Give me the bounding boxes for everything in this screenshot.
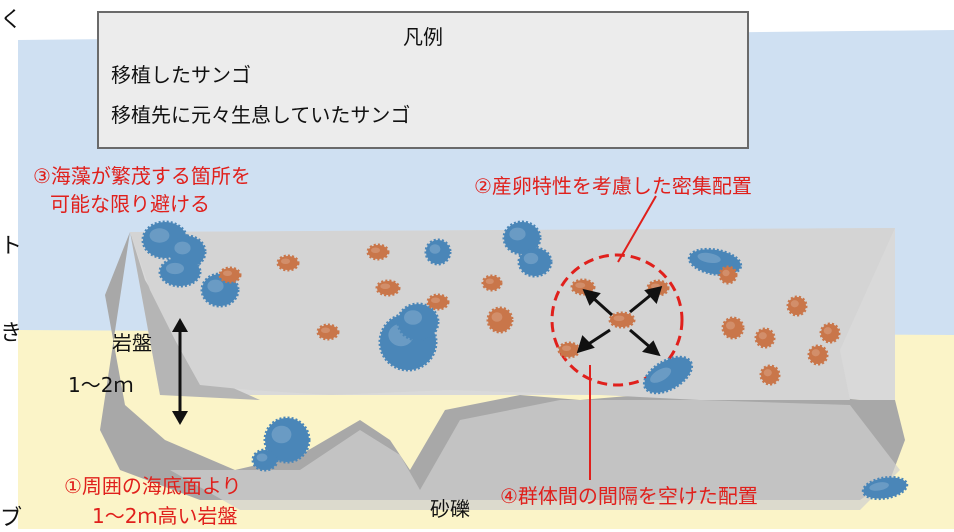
height-arrow-bottom-head: [172, 411, 188, 425]
bedrock-label: 岩盤: [112, 331, 152, 355]
height-label: 1～2ｍ: [68, 373, 134, 397]
spacing-arrow-nw: [590, 295, 614, 317]
bedrock-annotation-line1: ①周囲の海底面より: [64, 474, 242, 498]
dense-layout-leader: [617, 195, 657, 263]
transplanted-coral: [807, 344, 829, 366]
spacing-arrows: [576, 285, 663, 357]
native-coral: [861, 475, 909, 501]
transplanted-coral: [481, 274, 503, 292]
spacing-arrow-se: [629, 328, 652, 350]
edge-fragment-4: ブ: [0, 506, 23, 531]
spacing-arrow-sw: [586, 328, 611, 347]
spacing-arrow-se-head: [642, 340, 661, 357]
native-coral: [502, 220, 542, 256]
transplanted-coral: [375, 279, 401, 297]
transplanted-coral: [754, 327, 776, 349]
gravel-label: 砂礫: [430, 497, 470, 521]
spacing-annotation: ④群体間の間隔を空けた配置: [500, 484, 758, 508]
native-coral: [263, 416, 311, 464]
native-coral: [424, 238, 452, 266]
native-coral: [517, 246, 553, 278]
dense-layout-annotation: ②産卵特性を考慮した密集配置: [474, 174, 752, 198]
dense-layout-circle: [550, 253, 684, 387]
native-coral: [642, 355, 694, 395]
transplanted-coral: [426, 293, 450, 311]
native-coral: [200, 272, 240, 308]
transplanted-coral: [721, 316, 745, 340]
transplanted-coral: [718, 265, 738, 285]
transplanted-coral: [276, 254, 300, 272]
seaweed-annotation-line2: 可能な限り避ける: [50, 192, 210, 216]
edge-fragment-2: ト: [0, 234, 23, 259]
native-coral: [158, 256, 202, 288]
transplanted-coral: [759, 364, 781, 386]
transplanted-coral: [608, 311, 636, 329]
transplanted-coral: [786, 295, 808, 317]
legend-native-label: 移植先に元々生息していたサンゴ: [111, 103, 411, 127]
bedrock-side-shade: [130, 232, 260, 400]
transplanted-coral: [316, 323, 340, 341]
legend-box: 凡例 移植したサンゴ 移植先に元々生息していたサンゴ: [97, 11, 749, 149]
seaweed-annotation-line1: ③海藻が繁茂する箇所を: [33, 164, 251, 188]
transplanted-coral: [218, 266, 242, 284]
transplanted-coral: [366, 243, 390, 261]
bedrock-annotation-line2: 1～2ｍ高い岩盤: [92, 504, 238, 528]
transplanted-coral: [819, 322, 841, 344]
spacing-arrow-ne-head: [644, 285, 663, 304]
legend-title: 凡例: [403, 25, 443, 49]
edge-fragment-1: く: [0, 8, 23, 33]
native-coral: [396, 302, 440, 342]
bedrock-top-surface: [130, 228, 895, 400]
spacing-arrow-sw-head: [576, 335, 595, 354]
legend-transplanted-label: 移植したサンゴ: [111, 63, 251, 87]
transplanted-coral: [486, 306, 514, 334]
native-coral: [251, 448, 279, 472]
edge-fragment-3: き: [0, 321, 23, 346]
spacing-arrow-nw-head: [582, 288, 601, 306]
gravel-floor: [170, 400, 900, 510]
transplanted-coral: [557, 341, 581, 359]
spacing-arrow-ne: [629, 292, 653, 314]
height-arrow-top-head: [172, 318, 188, 332]
